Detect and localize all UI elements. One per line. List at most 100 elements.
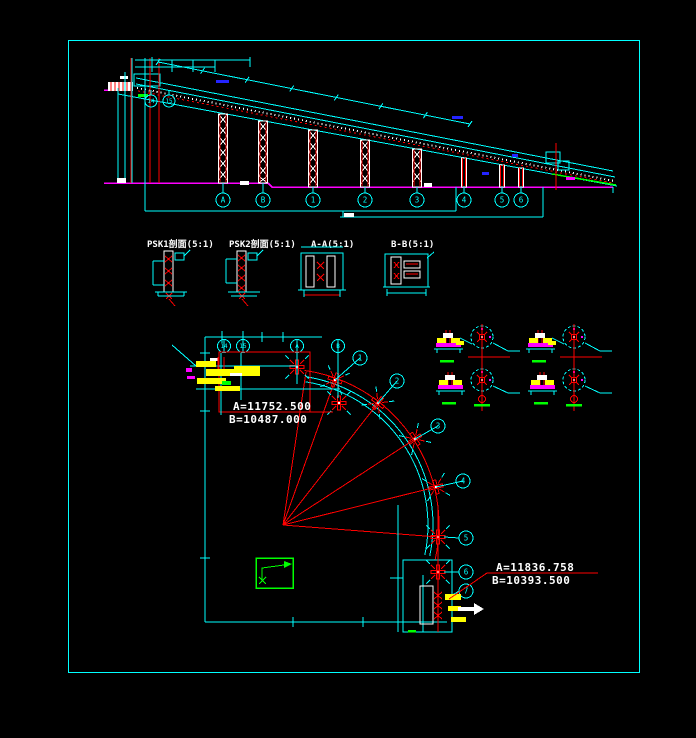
radial-line — [282, 402, 379, 526]
head-block — [108, 82, 133, 91]
radial-line — [282, 486, 437, 526]
grid-bubble — [144, 94, 158, 108]
bolt-circle — [570, 395, 578, 403]
foundation-marks — [117, 178, 432, 217]
section-title-psk1: PSK1剖面(5:1) — [147, 238, 214, 250]
grid-bubble-label: 7 — [464, 587, 469, 596]
anchor-detail — [528, 372, 557, 395]
bubble-leader — [334, 357, 361, 381]
anchor-detail — [434, 330, 463, 353]
elevation-dimensions — [117, 57, 614, 218]
section-detail-bb — [383, 251, 435, 296]
column-marker — [319, 364, 351, 396]
detail-label-mark — [442, 402, 456, 405]
tail-equipment — [216, 80, 575, 180]
section-details-row: PSK1剖面(5:1) PSK2剖面(5:1) A-A(5:1) B-B(5:1… — [147, 238, 435, 307]
detail-label-mark — [534, 402, 548, 405]
coord-label-1b: B=10487.000 — [229, 413, 307, 426]
grid-bubble-label: 6 — [519, 196, 524, 205]
grid-bubble-label: 2 — [395, 377, 400, 386]
elevation-view: A B 1 2 3 4 5 6 14 15 — [104, 57, 618, 218]
plan-generated: 1 2 3 4 5 6 7 14 15 A B — [217, 339, 474, 599]
grid-bubble — [255, 192, 271, 208]
ground-line — [104, 182, 613, 188]
anchor-detail — [436, 372, 465, 395]
grid-bubble — [215, 192, 231, 208]
bolt-circle — [478, 395, 486, 403]
section-title-aa: A-A(5:1) — [311, 240, 354, 250]
grid-bubble-label: 1 — [311, 196, 316, 205]
plan-boundary — [200, 331, 447, 627]
bubble-leader — [443, 536, 460, 539]
column-marker — [327, 391, 351, 415]
grid-bubble-label: A — [295, 343, 299, 350]
anchor-detail — [526, 330, 555, 353]
section-detail-psk1 — [152, 249, 191, 307]
grid-bubble — [162, 94, 176, 108]
grid-bubble — [430, 418, 446, 434]
radial-line — [282, 371, 307, 526]
plan-corner-cluster — [390, 505, 484, 633]
grid-bubble — [458, 564, 474, 580]
grid-bubble — [409, 192, 425, 208]
detail-label-mark — [440, 360, 454, 363]
grid-bubble-label: 4 — [462, 196, 467, 205]
grid-bubble-label: 3 — [436, 422, 441, 431]
column-marker — [426, 525, 450, 549]
grid-bubble-label: B — [336, 343, 340, 350]
grid-bubble-label: 14 — [220, 343, 228, 350]
grid-bubble-label: 5 — [464, 534, 469, 543]
elevation-generated: A B 1 2 3 4 5 6 14 15 — [144, 58, 529, 208]
detail-label-mark — [474, 404, 490, 407]
coord-leader-line — [448, 572, 598, 600]
grid-bubble — [357, 192, 373, 208]
column-marker — [361, 386, 395, 420]
grid-bubble — [331, 339, 345, 353]
bubble-leader — [377, 380, 398, 404]
bubble-leader — [435, 480, 464, 488]
coord-label-2a: A=11836.758 — [496, 561, 574, 574]
grid-bubble-label: B — [261, 196, 266, 205]
coord-label-2b: B=10393.500 — [492, 574, 570, 587]
grid-bubble — [458, 583, 474, 599]
detail-label-mark — [532, 360, 546, 363]
grid-bubble-label: 1 — [358, 354, 363, 363]
green-symbol-box — [255, 557, 294, 589]
flange-detail-groups — [434, 324, 612, 411]
grid-bubble — [456, 192, 472, 208]
grid-bubble-label: 2 — [363, 196, 368, 205]
column-marker — [421, 472, 451, 502]
drawing-border — [68, 40, 640, 673]
section-title-psk2: PSK2剖面(5:1) — [229, 238, 296, 250]
radial-line — [282, 379, 336, 526]
head-structure — [108, 73, 161, 97]
grid-bubble-label: 4 — [461, 477, 466, 486]
grid-bubble-label: 5 — [500, 196, 505, 205]
gallery-truss — [117, 77, 618, 187]
plan-view: 1 2 3 4 5 6 7 14 15 A B — [171, 331, 598, 633]
grid-bubble-label: 15 — [165, 98, 173, 105]
grid-bubble — [389, 373, 405, 389]
grid-bubble-label: 14 — [147, 98, 155, 105]
section-detail-aa — [298, 246, 346, 297]
grid-bubble-label: 15 — [239, 343, 247, 350]
plan-head-cluster — [171, 344, 340, 415]
grid-bubble — [513, 192, 529, 208]
detail-label-mark — [566, 404, 582, 407]
coord-label-1a: A=11752.500 — [233, 400, 311, 413]
grid-bubble-label: A — [221, 196, 226, 205]
grid-bubble — [494, 192, 510, 208]
section-detail-psk2 — [225, 249, 264, 307]
grid-bubble — [352, 350, 368, 366]
grid-bubble-label: 3 — [415, 196, 420, 205]
section-title-bb: B-B(5:1) — [391, 240, 434, 250]
axis-lines-red — [130, 58, 557, 190]
bubble-leader — [414, 425, 439, 440]
radial-line — [282, 524, 439, 538]
grid-bubble-label: 6 — [464, 568, 469, 577]
grid-bubble — [455, 473, 471, 489]
radial-line — [282, 438, 416, 526]
grid-bubble — [458, 530, 474, 546]
coordinate-labels: A=11752.500 B=10487.000 A=11836.758 B=10… — [229, 400, 598, 600]
